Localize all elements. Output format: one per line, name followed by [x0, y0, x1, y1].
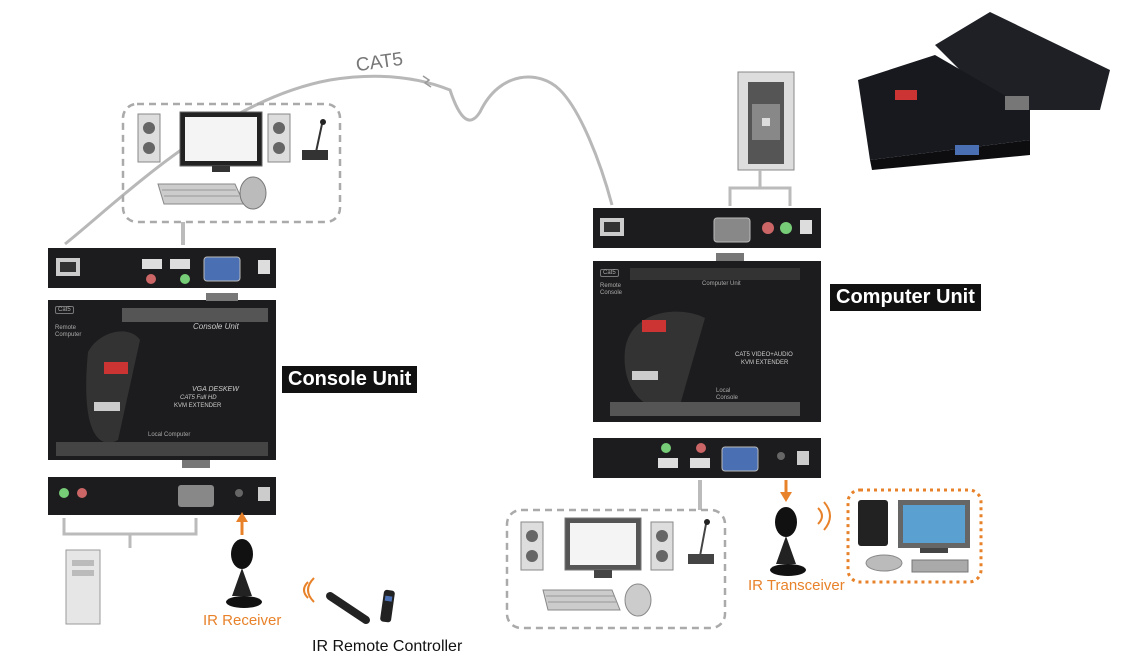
computer-back-panel	[593, 208, 821, 248]
ir-receiver-icon	[226, 539, 262, 608]
computer-port-left-label: Remote Console	[600, 283, 623, 296]
product-photo	[858, 12, 1110, 170]
dvd-player-icon	[911, 559, 969, 573]
computer-port-local-label: Local Console	[716, 388, 739, 401]
console-unit-label: Console Unit	[282, 366, 418, 393]
dvd-player-icon	[865, 554, 903, 572]
keyboard-icon	[157, 183, 245, 205]
ir-transceiver-label: IR Transceiver	[748, 577, 845, 594]
computer-cat5-badge: Cat5	[600, 269, 619, 277]
console-front-panel	[48, 477, 276, 515]
console-port-left-label: Remote Computer	[55, 325, 82, 338]
game-console-icon	[858, 500, 888, 546]
monitor-icon	[179, 111, 263, 172]
console-model-line3: KVM EXTENDER	[174, 403, 222, 409]
computer-peripherals-box	[505, 508, 727, 630]
ir-receiver-label: IR Receiver	[203, 612, 282, 629]
console-port-bottom-label: Local Computer	[148, 432, 191, 438]
computer-model-line1: CAT5 VIDEO+AUDIO	[735, 352, 793, 358]
console-model-line1: VGA DESKEW	[192, 386, 239, 393]
computer-unit-body	[593, 253, 821, 422]
computer-tower-icon	[65, 549, 101, 625]
microphone-icon	[688, 519, 714, 564]
tv-icon	[898, 500, 970, 553]
speaker-icon	[137, 113, 161, 163]
ir-remote-label: IR Remote Controller	[312, 638, 463, 655]
computer-unit-label: Computer Unit	[830, 284, 981, 311]
mouse-icon	[239, 176, 267, 210]
microphone-icon	[302, 119, 328, 160]
computer-tower-icon	[737, 71, 795, 171]
mouse-icon	[624, 583, 652, 617]
keyboard-icon	[542, 589, 621, 611]
console-model-line2: CAT5 Full HD	[180, 395, 217, 401]
speaker-icon	[520, 521, 544, 571]
speaker-icon	[267, 113, 291, 163]
speaker-icon	[650, 521, 674, 571]
computer-panel-title: Computer Unit	[702, 281, 741, 287]
console-unit-body	[48, 293, 276, 468]
console-cat5-badge: Cat5	[55, 306, 74, 314]
console-panel-title: Console Unit	[193, 322, 239, 331]
monitor-icon	[564, 517, 642, 578]
computer-front-panel	[593, 438, 821, 478]
av-devices-box	[846, 488, 983, 584]
ir-transceiver-icon	[770, 507, 806, 576]
console-peripherals-box	[121, 102, 342, 224]
computer-model-line2: KVM EXTENDER	[741, 360, 789, 366]
console-back-panel	[48, 248, 276, 288]
ir-remote-icon	[303, 577, 395, 624]
